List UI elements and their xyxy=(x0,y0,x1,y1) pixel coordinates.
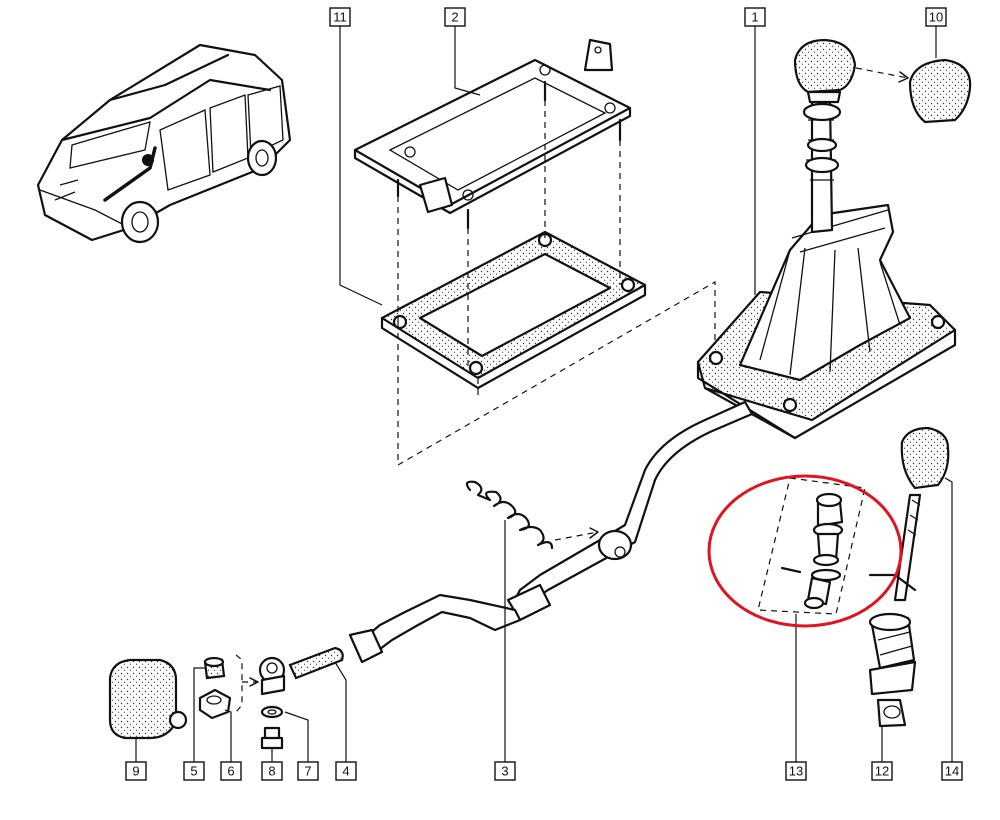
leader-lines xyxy=(135,26,953,762)
assembly-guides xyxy=(397,100,716,467)
callout-label: 2 xyxy=(451,10,458,25)
gear-knob xyxy=(793,38,972,124)
cover-housing xyxy=(108,658,188,740)
callout-14: 14 xyxy=(941,761,963,781)
clip xyxy=(198,688,232,720)
bushing xyxy=(203,656,226,680)
callout-7: 7 xyxy=(297,761,319,781)
highlight-ellipse xyxy=(707,474,903,628)
ball-joint xyxy=(258,646,344,696)
callout-13: 13 xyxy=(785,761,807,781)
callout-label: 3 xyxy=(501,764,508,779)
vehicle-icon xyxy=(36,43,292,244)
selector-assembly xyxy=(757,477,866,615)
callout-label: 9 xyxy=(132,764,139,779)
callout-5: 5 xyxy=(183,761,205,781)
callout-1: 1 xyxy=(744,7,766,27)
callout-label: 11 xyxy=(333,10,347,25)
callout-label: 6 xyxy=(227,764,234,779)
callout-8: 8 xyxy=(261,761,283,781)
callout-label: 4 xyxy=(342,764,349,779)
callout-3: 3 xyxy=(494,761,516,781)
gear-lever-housing xyxy=(696,98,957,440)
callout-9: 9 xyxy=(125,761,147,781)
gasket xyxy=(380,230,647,390)
group-bracket xyxy=(235,654,243,713)
callout-label: 10 xyxy=(929,10,943,25)
callout-12: 12 xyxy=(871,761,893,781)
callout-10: 10 xyxy=(925,7,947,27)
callout-6: 6 xyxy=(220,761,242,781)
callout-label: 14 xyxy=(945,764,959,779)
callout-label: 7 xyxy=(304,764,311,779)
callout-2: 2 xyxy=(444,7,466,27)
bolt xyxy=(260,726,284,750)
callout-11: 11 xyxy=(329,7,351,27)
base-frame xyxy=(353,38,632,230)
callout-label: 1 xyxy=(751,10,758,25)
washer xyxy=(260,705,284,719)
callout-label: 13 xyxy=(789,764,803,779)
callout-4: 4 xyxy=(335,761,357,781)
gear-lever-variant xyxy=(868,426,950,728)
callout-label: 8 xyxy=(268,764,275,779)
callout-label: 12 xyxy=(875,764,889,779)
control-rod xyxy=(348,400,754,664)
return-spring xyxy=(465,480,599,550)
callout-label: 5 xyxy=(190,764,197,779)
assembly-arrow-head xyxy=(249,677,259,687)
